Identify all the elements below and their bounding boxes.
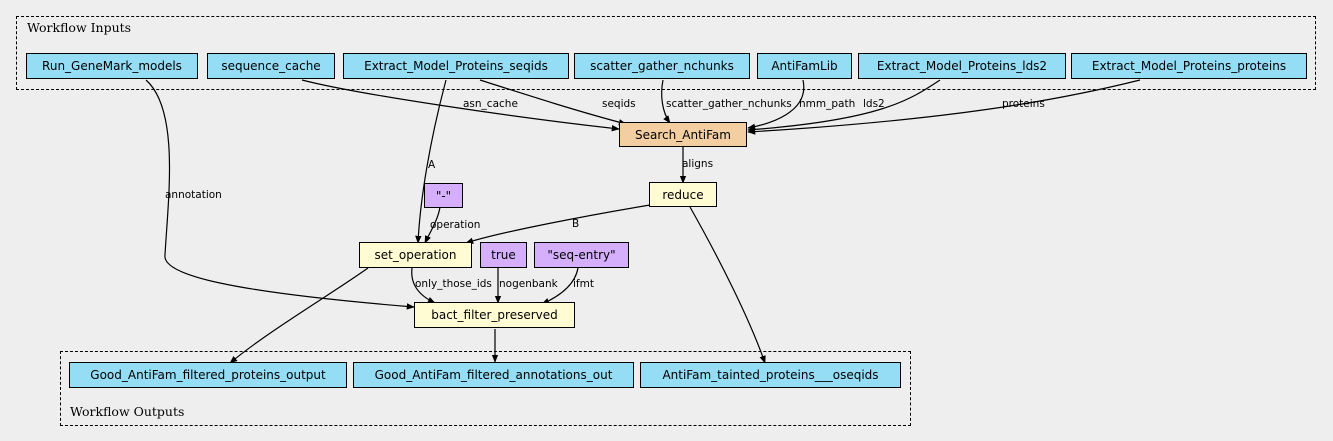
edge-a bbox=[415, 79, 447, 244]
edge-label-hmm-path: hmm_path bbox=[799, 98, 856, 110]
edge-only-those-ids bbox=[411, 267, 436, 304]
edge-label-annotation: annotation bbox=[165, 189, 222, 201]
edge-ifmt bbox=[541, 267, 579, 305]
workflow-inputs-label: Workflow Inputs bbox=[27, 20, 132, 35]
input-extract-model-proteins-proteins[interactable]: Extract_Model_Proteins_proteins bbox=[1071, 53, 1307, 79]
input-antifamlib[interactable]: AntiFamLib bbox=[757, 53, 852, 79]
input-extract-model-proteins-seqids[interactable]: Extract_Model_Proteins_seqids bbox=[343, 53, 569, 79]
input-scatter-gather-nchunks[interactable]: scatter_gather_nchunks bbox=[574, 53, 750, 79]
edge-lds2 bbox=[747, 79, 941, 133]
constant-true[interactable]: true bbox=[480, 242, 527, 268]
input-sequence-cache[interactable]: sequence_cache bbox=[207, 53, 335, 79]
edge-good-proteins bbox=[229, 267, 369, 364]
step-set-operation[interactable]: set_operation bbox=[359, 242, 472, 268]
workflow-inputs-cluster: Workflow Inputs bbox=[16, 16, 1316, 90]
edge-label-aligns: aligns bbox=[682, 158, 714, 170]
output-good-antifam-filtered-annotations[interactable]: Good_AntiFam_filtered_annotations_out bbox=[353, 362, 634, 388]
edge-operation bbox=[424, 206, 441, 244]
output-antifam-tainted-proteins-oseqids[interactable]: AntiFam_tainted_proteins___oseqids bbox=[640, 362, 901, 388]
edge-label-nogenbank: nogenbank bbox=[499, 278, 558, 290]
edge-label-a: A bbox=[428, 159, 436, 171]
edge-label-asn-cache: asn_cache bbox=[463, 98, 518, 110]
edge-label-b: B bbox=[572, 218, 580, 230]
edge-scatter-gather bbox=[661, 79, 671, 124]
edge-asn-cache bbox=[301, 79, 620, 132]
step-search-antifam[interactable]: Search_AntiFam bbox=[619, 122, 747, 147]
edge-label-ifmt: ifmt bbox=[573, 278, 594, 290]
edge-label-scatter-gather: scatter_gather_nchunks bbox=[666, 98, 792, 110]
workflow-outputs-cluster: Workflow Outputs bbox=[60, 351, 911, 426]
step-bact-filter-preserved[interactable]: bact_filter_preserved bbox=[414, 302, 575, 328]
edge-label-only-those-ids: only_those_ids bbox=[415, 278, 492, 290]
edge-annotation bbox=[145, 79, 415, 310]
constant-minus[interactable]: "-" bbox=[424, 183, 463, 208]
edge-label-operation: operation bbox=[430, 219, 481, 231]
edge-b bbox=[465, 204, 651, 244]
edge-tainted bbox=[689, 206, 766, 364]
edge-label-proteins: proteins bbox=[1002, 98, 1045, 110]
edge-proteins bbox=[747, 79, 1141, 135]
edge-seqids bbox=[479, 79, 627, 126]
edge-label-lds2: lds2 bbox=[863, 98, 885, 110]
input-run-genemark-models[interactable]: Run_GeneMark_models bbox=[26, 53, 198, 79]
input-extract-model-proteins-lds2[interactable]: Extract_Model_Proteins_lds2 bbox=[858, 53, 1066, 79]
step-reduce[interactable]: reduce bbox=[649, 182, 717, 207]
constant-seq-entry[interactable]: "seq-entry" bbox=[534, 242, 629, 268]
output-good-antifam-filtered-proteins[interactable]: Good_AntiFam_filtered_proteins_output bbox=[69, 362, 347, 388]
edge-label-seqids: seqids bbox=[602, 98, 636, 110]
workflow-outputs-label: Workflow Outputs bbox=[70, 404, 185, 419]
